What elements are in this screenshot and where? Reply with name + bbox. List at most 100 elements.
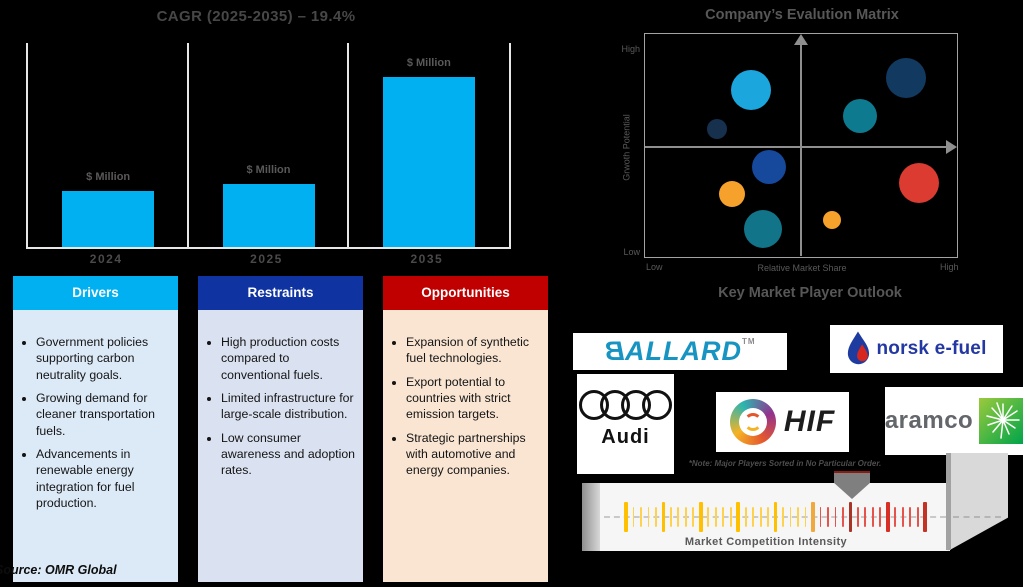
panel-bullet: Government policies supporting carbon ne… — [36, 334, 170, 383]
panel-bullet: Growing demand for cleaner transportatio… — [36, 390, 170, 439]
intensity-tick-minor — [759, 506, 762, 527]
matrix-bubble-9 — [898, 162, 939, 203]
matrix-xtick-high: High — [940, 262, 959, 272]
intensity-tick-major — [736, 501, 740, 532]
bar-category-label: 2024 — [89, 252, 123, 266]
matrix-bubble-3 — [886, 58, 927, 99]
panel-opportunities: Opportunities Expansion of synthetic fue… — [383, 276, 548, 582]
matrix-bubble-6 — [719, 180, 746, 207]
intensity-tick-minor — [692, 506, 695, 527]
intensity-ribbon-fold — [946, 453, 951, 550]
intensity-tick-minor — [856, 506, 859, 527]
intensity-tick-minor — [894, 506, 897, 527]
hif-logo: HIF — [716, 392, 849, 452]
panel-restraints: Restraints High production costs compare… — [198, 276, 363, 582]
matrix-ytick-low: Low — [623, 247, 640, 257]
audi-logo: Audi — [577, 374, 674, 474]
intensity-tick-minor — [677, 506, 680, 527]
panel-restraints-header: Restraints — [198, 276, 363, 310]
hif-wordmark: HIF — [783, 405, 836, 438]
matrix-bubble-8 — [822, 211, 841, 230]
panel-restraints-body: High production costs compared to conven… — [198, 310, 363, 582]
bar-chart-plot-area: $ Million$ Million$ Million — [26, 43, 511, 249]
intensity-tick-major — [699, 501, 703, 532]
intensity-tick-major — [661, 501, 666, 532]
panel-bullet: Strategic partnerships with automotive a… — [406, 430, 540, 479]
intensity-ribbon-end-flag — [948, 453, 1008, 551]
intensity-tick-major — [624, 501, 628, 532]
intensity-tick-minor — [744, 506, 747, 527]
matrix-x-axis-label: Relative Market Share — [757, 263, 847, 273]
intensity-tick-minor — [782, 506, 784, 527]
intensity-ribbon-left-cap — [582, 483, 600, 551]
panel-bullet: High production costs compared to conven… — [221, 334, 355, 383]
intensity-tick-minor — [871, 506, 874, 527]
intensity-caption: Market Competition Intensity — [684, 536, 848, 548]
bar-value-label: $ Million — [406, 57, 451, 69]
bar-chart-separator — [347, 43, 349, 247]
ballard-flipped-b: B — [604, 336, 625, 366]
intensity-tick-minor — [901, 506, 904, 527]
bar-category-label: 2025 — [250, 252, 283, 266]
panel-bullet: Limited infrastructure for large-scale d… — [221, 390, 355, 423]
bar-chart-title: CAGR (2025-2035) – 19.4% — [156, 8, 356, 25]
intensity-dashed-line — [953, 516, 1001, 518]
intensity-tick-minor — [909, 506, 912, 527]
matrix-title: Company’s Evalution Matrix — [705, 7, 899, 23]
intensity-tick-minor — [834, 506, 837, 527]
ballard-wordmark: BALLARDTM — [604, 336, 755, 366]
aramco-wordmark: aramco — [884, 407, 974, 434]
matrix-xtick-low: Low — [646, 262, 663, 272]
panel-bullet: Expansion of synthetic fuel technologies… — [406, 334, 540, 367]
intensity-tick-minor — [916, 506, 919, 527]
bar-category-label: 2035 — [410, 252, 444, 266]
intensity-tick-minor — [707, 506, 710, 527]
matrix-bubble-4 — [842, 99, 877, 134]
matrix-ytick-high: High — [621, 44, 640, 54]
audi-rings-icon — [579, 390, 672, 420]
aramco-logo: aramco — [885, 387, 1023, 455]
intensity-tick-minor — [684, 506, 687, 527]
panel-bullet: Low consumer awareness and adoption rate… — [221, 430, 355, 479]
intensity-tick-minor — [647, 506, 650, 527]
intensity-tick-minor — [655, 506, 657, 527]
intensity-tick-minor — [804, 506, 807, 527]
intensity-tick-major — [811, 501, 815, 532]
bar-2025 — [222, 184, 315, 247]
intensity-tick-minor — [842, 506, 844, 527]
bar-2024 — [62, 191, 155, 247]
intensity-marker-line — [834, 471, 870, 473]
matrix-plot-area — [644, 33, 958, 258]
norsk-flame-icon — [848, 331, 870, 365]
panel-opportunities-body: Expansion of synthetic fuel technologies… — [383, 310, 548, 582]
intensity-tick-minor — [752, 506, 755, 527]
matrix-bubble-1 — [730, 69, 771, 110]
panel-drivers: Drivers Government policies supporting c… — [13, 276, 178, 582]
bar-value-label: $ Million — [86, 171, 131, 183]
right-arrow-icon — [946, 140, 957, 154]
bar-chart-separator — [187, 43, 189, 247]
intensity-tick-minor — [632, 506, 635, 527]
intensity-tick-minor — [789, 506, 792, 527]
intensity-tick-minor — [714, 506, 717, 527]
panel-bullet: Export potential to countries with stric… — [406, 374, 540, 423]
matrix-vertical-axis-line — [800, 43, 802, 256]
intensity-tick-minor — [827, 506, 829, 527]
intensity-tick-major — [886, 501, 890, 532]
ballard-logo: BALLARDTM — [573, 333, 787, 370]
players-title: Key Market Player Outlook — [718, 285, 902, 301]
norsk-wordmark: norsk e-fuel — [876, 338, 987, 359]
players-note: *Note: Major Players Sorted in No Partic… — [688, 459, 882, 468]
source-note: Source: OMR Global — [0, 563, 117, 577]
audi-wordmark: Audi — [601, 426, 650, 448]
matrix-horizontal-axis-line — [645, 146, 947, 148]
matrix-y-axis-label: Grwoth Potential — [621, 114, 632, 181]
bar-2035 — [382, 77, 475, 247]
intensity-tick-minor — [722, 506, 725, 527]
intensity-tick-major — [848, 501, 853, 532]
norsk-efuel-logo: norsk e-fuel — [830, 325, 1003, 373]
intensity-tick-minor — [879, 506, 882, 527]
panel-drivers-header: Drivers — [13, 276, 178, 310]
aramco-star-icon — [979, 398, 1023, 444]
